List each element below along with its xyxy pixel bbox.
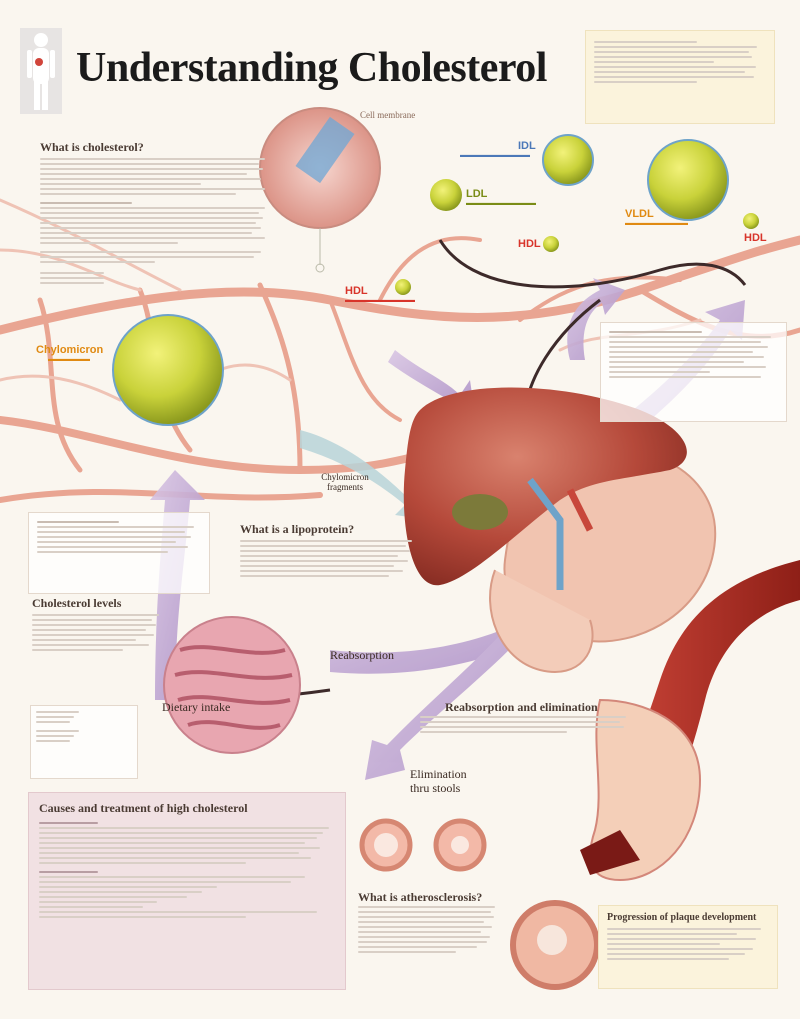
text-reabsorption-elimination <box>420 716 630 733</box>
chylomicron-sphere <box>112 314 224 426</box>
return-arrow <box>438 239 747 289</box>
sub-ldl: ▬▬▬▬▬▬▬▬▬▬ <box>466 200 536 207</box>
label-dietary-intake: Dietary intake <box>162 700 231 714</box>
label-vldl: VLDL <box>625 208 654 220</box>
text-cholesterol-levels <box>32 614 162 651</box>
text-what-is-lipoprotein <box>240 540 415 577</box>
heading-what-is-atherosclerosis: What is atherosclerosis? <box>358 890 483 904</box>
hdl-sphere-2 <box>743 213 759 229</box>
label-hdl-1: HDL <box>518 238 541 250</box>
heading-reabsorption-elimination: Reabsorption and elimination <box>445 700 598 714</box>
hdl-sphere-3 <box>395 279 411 295</box>
heading-cholesterol-levels: Cholesterol levels <box>32 596 122 610</box>
sub-chylomicron: ▬▬▬▬▬▬ <box>48 356 90 363</box>
info-box-lipoprotein-pathway <box>600 322 787 422</box>
info-box-top-right <box>585 30 775 124</box>
label-chylomicron: Chylomicron <box>36 344 104 356</box>
text-what-is-cholesterol <box>40 158 270 284</box>
sub-hdl: ▬▬▬▬▬▬▬▬▬▬ <box>345 297 415 304</box>
page-title: Understanding Cholesterol <box>76 45 547 91</box>
vessel-network <box>0 198 800 503</box>
label-hdl-2: HDL <box>744 232 767 244</box>
idl-sphere <box>542 134 594 186</box>
label-idl: IDL <box>518 140 536 152</box>
vldl-sphere <box>647 139 729 221</box>
heading-what-is-cholesterol: What is cholesterol? <box>40 140 144 154</box>
label-hdl-3: HDL <box>345 285 368 297</box>
chylomicron-arrow <box>300 430 430 520</box>
label-elimination-2: thru stools <box>410 781 461 795</box>
label-ldl: LDL <box>466 188 488 200</box>
plaque-progression-box: Progression of plaque development <box>598 905 778 989</box>
liver <box>403 387 687 586</box>
sub-vldl: ▬▬▬▬▬▬▬▬▬ <box>625 220 688 227</box>
heading-plaque-progression: Progression of plaque development <box>607 912 757 923</box>
gallbladder <box>452 494 508 530</box>
ldl-sphere <box>430 179 462 211</box>
info-box-exogenous-pathway <box>28 512 210 594</box>
causes-treatment-box: Causes and treatment of high cholesterol <box>28 792 346 990</box>
heading-what-is-lipoprotein: What is a lipoprotein? <box>240 522 355 536</box>
sub-idl: ▬▬▬▬▬▬▬▬▬▬ <box>460 152 530 159</box>
human-silhouette-icon <box>20 28 62 114</box>
intestine-zoom <box>163 616 301 754</box>
label-chylomicron-fragments: Chylomicron fragments <box>321 472 369 492</box>
label-cell-membrane: Cell membrane <box>360 110 416 120</box>
heading-causes-treatment: Causes and treatment of high cholesterol <box>39 801 248 815</box>
label-reabsorption: Reabsorption <box>330 648 394 662</box>
text-atherosclerosis <box>358 906 498 953</box>
label-elimination-1: Elimination <box>410 767 467 781</box>
hdl-sphere-1 <box>543 236 559 252</box>
cholesterol-levels-table <box>30 705 138 779</box>
